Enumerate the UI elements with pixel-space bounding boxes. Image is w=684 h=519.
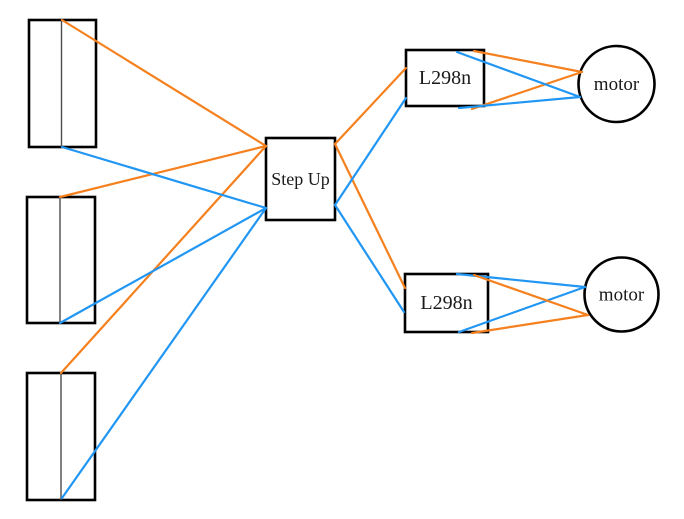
wire-step-up-to-driver-1: [333, 66, 408, 146]
step-up-label: Step Up: [271, 169, 330, 189]
wire-step-up-to-driver-1: [333, 96, 408, 207]
wire-battery-1-to-step-up: [60, 145, 268, 210]
battery-3: [25, 371, 97, 502]
wire-driver-1-to-motor-1: [457, 95, 582, 110]
driver-1-box: [404, 48, 486, 108]
driver-1-label: L298n: [419, 67, 471, 89]
motor-2-circle: [583, 256, 660, 333]
wire-driver-1-to-motor-1: [470, 70, 584, 111]
motor-2-label: motor: [599, 285, 645, 306]
step-up-node: Step Up: [264, 136, 337, 222]
wire-battery-2-to-step-up: [58, 206, 268, 325]
wire-driver-2-to-motor-2: [470, 313, 590, 335]
wire-driver-1-to-motor-1: [455, 50, 582, 99]
step-up-box: [264, 136, 337, 222]
wire-battery-2-to-step-up: [58, 144, 268, 199]
wire-step-up-to-driver-2: [333, 203, 406, 314]
driver-node-2: L298n: [403, 272, 490, 334]
battery-1: [27, 18, 98, 149]
driver-2-label: L298n: [420, 292, 472, 314]
driver-node-1: L298n: [404, 48, 486, 108]
battery-2: [25, 195, 97, 325]
wire-battery-1-to-step-up: [60, 18, 268, 148]
wire-layer: [58, 18, 590, 500]
wire-driver-1-to-motor-1: [472, 49, 584, 74]
battery-2-body: [25, 195, 97, 325]
driver-2-box: [403, 272, 490, 334]
battery-1-body: [27, 18, 98, 149]
motor-1-label: motor: [594, 74, 640, 95]
wire-battery-3-to-step-up: [60, 206, 268, 500]
wire-driver-2-to-motor-2: [472, 273, 590, 317]
wire-step-up-to-driver-2: [333, 142, 407, 290]
motor-1-circle: [577, 44, 656, 124]
motor-node-1: motor: [577, 44, 656, 124]
wire-battery-3-to-step-up: [59, 144, 268, 375]
wire-driver-2-to-motor-2: [457, 285, 587, 334]
motor-node-2: motor: [583, 256, 660, 333]
